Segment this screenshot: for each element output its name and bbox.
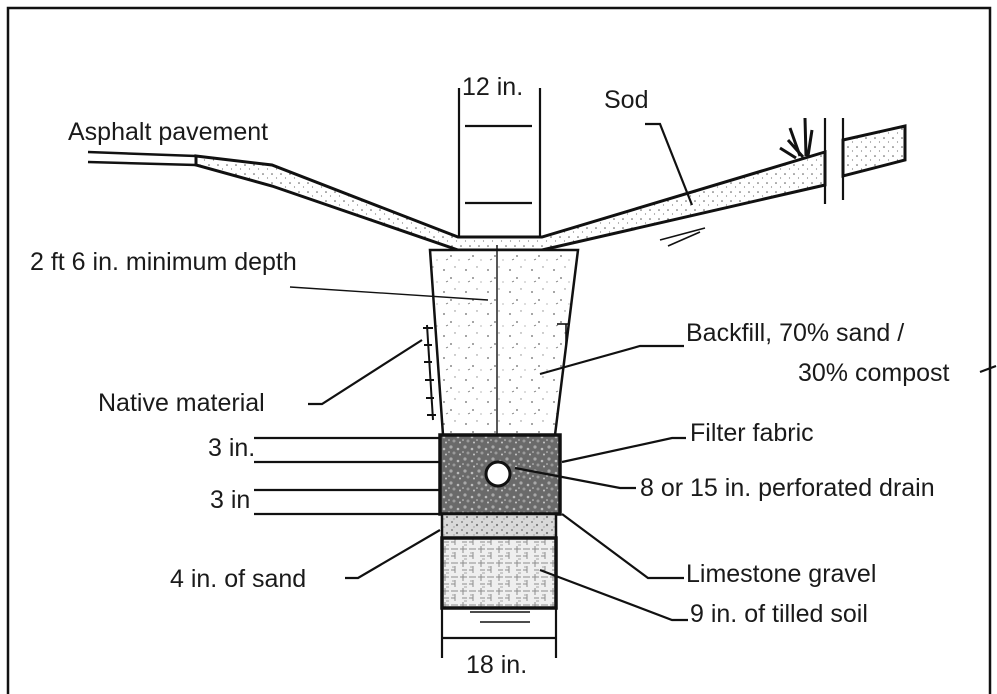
native-material-hatch [423, 324, 436, 421]
bottom-width-dimension [440, 608, 558, 658]
backfill-trench [428, 248, 580, 437]
backfill-label-line1: Backfill, 70% sand / [686, 319, 904, 347]
three-in-lines-b [254, 488, 440, 516]
min-depth-leader [289, 286, 489, 301]
tilled-soil-label: 9 in. of tilled soil [690, 600, 868, 628]
grass-tuft-icon [779, 117, 814, 160]
sod-hatch [659, 227, 706, 247]
native-material-leader [308, 339, 423, 406]
filter-fabric-leader [561, 436, 686, 464]
trench-wall-marks [557, 323, 570, 344]
three-in-label-b: 3 in [210, 486, 250, 514]
limestone-leader [561, 513, 684, 580]
drain-label: 8 or 15 in. perforated drain [640, 474, 935, 502]
limestone-gravel-layer [440, 512, 558, 540]
surface-soil-band [194, 149, 827, 252]
asphalt-label: Asphalt pavement [68, 118, 268, 146]
three-in-label-a: 3 in. [208, 434, 255, 462]
top-width-dimension [457, 88, 542, 236]
tilled-soil-layer [440, 536, 558, 610]
backfill-leader [539, 344, 684, 376]
bottom-width-label: 18 in. [466, 651, 527, 679]
min-depth-label: 2 ft 6 in. minimum depth [30, 248, 297, 276]
sod-label: Sod [604, 86, 648, 114]
sand-label: 4 in. of sand [170, 565, 306, 593]
filter-fabric-label: Filter fabric [690, 419, 814, 447]
limestone-label: Limestone gravel [686, 560, 876, 588]
sand-leader [345, 529, 441, 580]
backfill-right-mark [979, 364, 997, 374]
backfill-label-line2: 30% compost [798, 359, 950, 387]
bottom-marks [470, 611, 530, 623]
frame [6, 6, 992, 694]
native-material-label: Native material [98, 389, 265, 417]
surface-soil-band-right [841, 124, 907, 178]
perforated-drain-pipe [484, 460, 512, 488]
asphalt-pavement-slab [87, 150, 197, 167]
drain-leader [514, 466, 636, 490]
three-in-lines-a [254, 436, 440, 464]
sod-leader [645, 122, 694, 206]
tilled-soil-leader [539, 568, 688, 622]
top-width-label: 12 in. [462, 73, 523, 101]
break-lines [823, 118, 845, 204]
